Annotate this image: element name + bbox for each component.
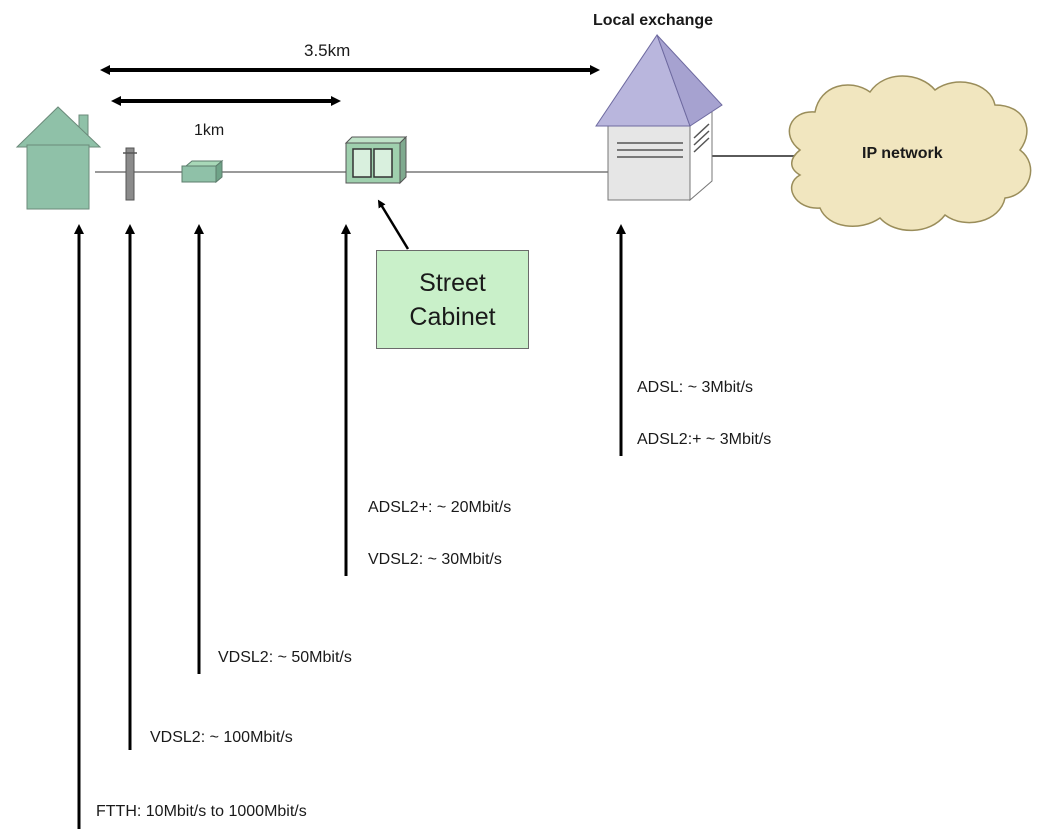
cabinet-adsl2plus-speed: ADSL2+: ~ 20Mbit/s: [368, 499, 512, 516]
pole-icon: [123, 147, 137, 201]
exchange-adsl-speed: ADSL: ~ 3Mbit/s: [637, 379, 754, 396]
street-cabinet-label-box: Street Cabinet: [376, 250, 529, 349]
cloud-icon: [788, 75, 1032, 232]
distance-1km-label: 1km: [194, 122, 225, 139]
exchange-building-icon: [595, 33, 723, 202]
distance-3-5km-label: 3.5km: [304, 41, 351, 60]
node-box-icon: [181, 159, 224, 184]
cabinet-vdsl2-speed: VDSL2: ~ 30Mbit/s: [368, 551, 502, 568]
exchange-adsl2plus-speed: ADSL2:+ ~ 3Mbit/s: [637, 431, 772, 448]
street-cabinet-label-line1: Street: [419, 268, 486, 297]
ip-network-label: IP network: [862, 145, 943, 162]
street-cabinet-label-line2: Cabinet: [409, 302, 496, 331]
local-exchange-label: Local exchange: [593, 12, 714, 29]
cabinet-pointer-arrow: [377, 199, 410, 250]
house-icon: [15, 106, 102, 210]
home-ftth-speed: FTTH: 10Mbit/s to 1000Mbit/s: [96, 803, 307, 820]
street-cabinet-icon: [344, 135, 408, 185]
node-vdsl2-speed: VDSL2: ~ 50Mbit/s: [218, 649, 352, 666]
pole-vdsl2-speed: VDSL2: ~ 100Mbit/s: [150, 729, 293, 746]
